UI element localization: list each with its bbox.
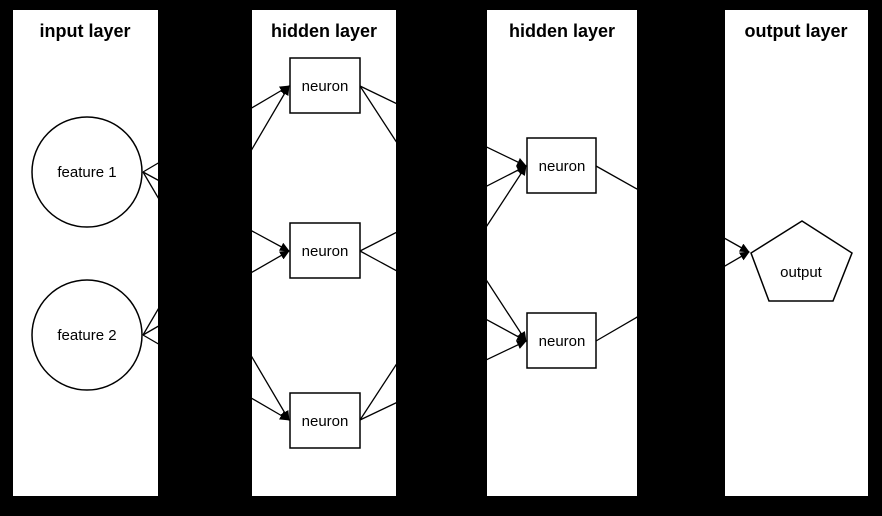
edge-h2n1-output bbox=[595, 165, 750, 253]
edge-h2n2-output bbox=[595, 251, 750, 342]
edge-h1n3-h2n2 bbox=[359, 340, 527, 421]
title-hidden-layer-1: hidden layer bbox=[271, 21, 377, 41]
node-output-label: output bbox=[780, 264, 823, 281]
edge-feature2-h1n1 bbox=[142, 85, 290, 336]
node-feature-1 bbox=[31, 116, 143, 228]
title-output-layer: output layer bbox=[744, 21, 847, 41]
edge-h1n2-h2n2 bbox=[359, 250, 527, 342]
edge-feature1-h1n3 bbox=[142, 171, 290, 421]
node-hidden2-neuron-2-label: neuron bbox=[539, 333, 586, 350]
edge-h1n2-h2n1 bbox=[359, 165, 527, 252]
node-hidden2-neuron-1 bbox=[526, 137, 597, 194]
node-hidden1-neuron-2-label: neuron bbox=[302, 243, 349, 260]
title-hidden-layer-2: hidden layer bbox=[509, 21, 615, 41]
edge-h1n3-h2n1 bbox=[359, 165, 527, 421]
edge-group bbox=[142, 85, 750, 421]
panel-input-layer bbox=[13, 10, 158, 496]
node-feature-1-label: feature 1 bbox=[57, 164, 116, 181]
edge-feature1-h1n1 bbox=[142, 85, 290, 173]
node-hidden1-neuron-1-label: neuron bbox=[302, 78, 349, 95]
node-hidden1-neuron-3-label: neuron bbox=[302, 413, 349, 430]
edge-feature2-h1n3 bbox=[142, 334, 290, 421]
panel-hidden-layer-2 bbox=[487, 10, 637, 496]
node-hidden1-neuron-1 bbox=[289, 57, 361, 114]
title-input-layer: input layer bbox=[39, 21, 130, 41]
node-feature-2-label: feature 2 bbox=[57, 327, 116, 344]
edge-h1n1-h2n1 bbox=[359, 85, 527, 167]
node-hidden1-neuron-3 bbox=[289, 392, 361, 449]
edge-h1n1-h2n2 bbox=[359, 85, 527, 342]
node-hidden1-neuron-2 bbox=[289, 222, 361, 279]
node-output bbox=[750, 220, 853, 302]
edge-feature2-h1n2 bbox=[142, 250, 290, 336]
node-hidden2-neuron-1-label: neuron bbox=[539, 158, 586, 175]
node-feature-2 bbox=[31, 279, 143, 391]
node-hidden2-neuron-2 bbox=[526, 312, 597, 369]
